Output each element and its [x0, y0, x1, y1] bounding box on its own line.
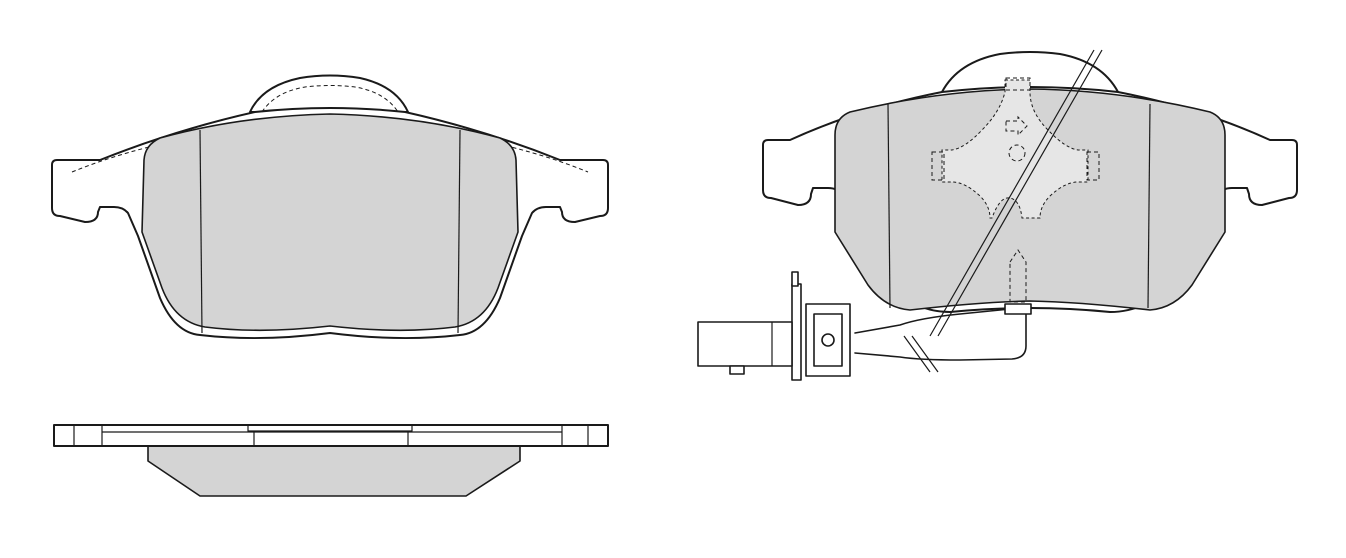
front-view-friction-material	[141, 113, 519, 332]
rear-view	[697, 49, 1298, 381]
rear-view-retaining-clip	[941, 79, 1089, 219]
rear-view-connector-plug	[697, 321, 793, 367]
rear-view-clip-right-tab	[1086, 151, 1100, 181]
rear-view-connector-top-tab	[791, 271, 799, 287]
rear-view-section-line-2	[937, 49, 1103, 337]
rear-view-cable-break-1	[903, 335, 931, 373]
rear-view-chamfer-right	[1147, 103, 1151, 309]
side-view-friction-material	[147, 445, 521, 497]
rear-view-sensor-cable-upper	[854, 308, 1011, 334]
rear-view-cable-break-2	[911, 335, 939, 373]
rear-view-clip-top-tab	[1005, 77, 1031, 91]
rear-view-sensor-cable-lower	[854, 308, 1027, 361]
rear-view-direction-arrow-icon	[1005, 115, 1028, 137]
side-view-center-shim	[247, 424, 413, 432]
rear-view-connector-latch	[821, 333, 835, 347]
front-view-chamfer-right	[457, 129, 461, 334]
rear-view-clip-left-tab	[931, 151, 945, 181]
rear-view-sensor-pocket	[1009, 249, 1027, 303]
rear-view-clip-center-hole	[1008, 144, 1026, 162]
front-view-hump-contour	[261, 85, 399, 113]
front-view	[51, 74, 609, 340]
rear-view-plate-hump	[941, 51, 1119, 93]
rear-view-section-line-1	[929, 49, 1095, 337]
front-view-plate-hump	[249, 74, 409, 113]
side-view-backing-plate	[53, 424, 609, 447]
rear-view-connector-flange	[791, 283, 802, 381]
rear-view-chamfer-left	[887, 103, 891, 309]
side-view	[53, 424, 609, 497]
front-view-chamfer-left	[199, 129, 203, 334]
rear-view-connector-tab	[729, 365, 745, 375]
rear-view-sensor-clip	[1004, 303, 1032, 315]
front-view-top-contour	[71, 123, 589, 173]
